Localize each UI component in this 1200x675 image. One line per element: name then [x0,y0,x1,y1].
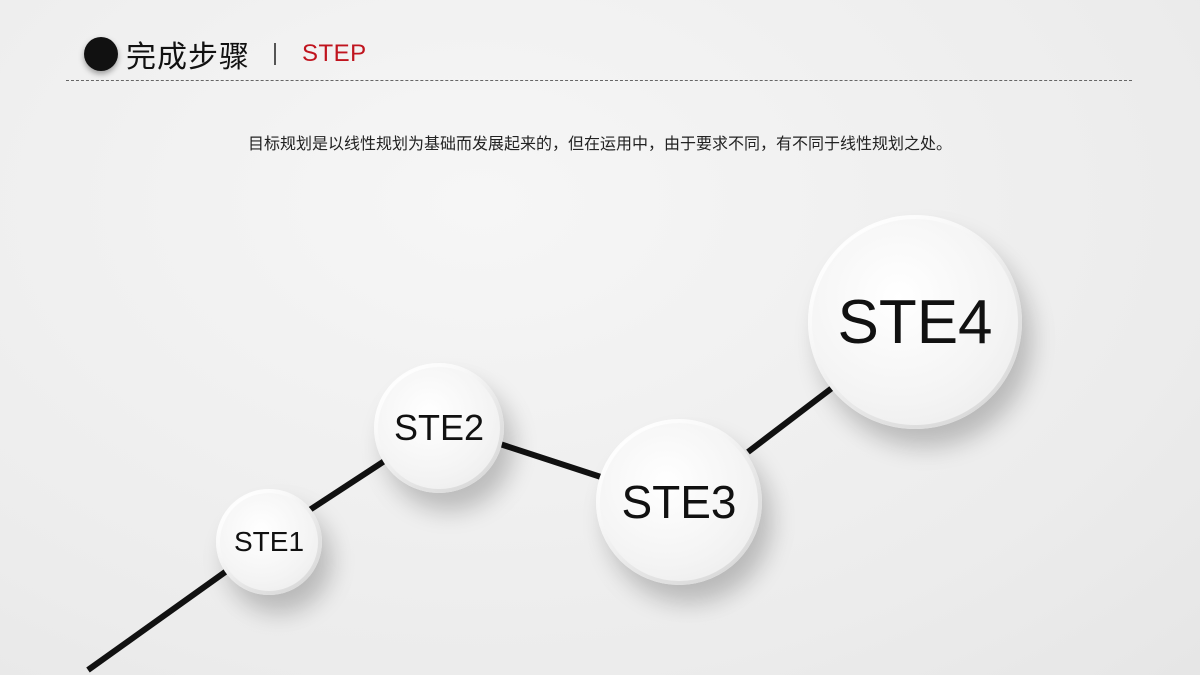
step-4-circle: STE4 [808,215,1022,429]
step-4-label: STE4 [837,287,993,357]
connector-3-4 [746,385,834,455]
title-separator [274,43,276,65]
header: 完成步骤 STEP [84,32,367,76]
step-1-circle: STE1 [216,489,322,595]
connector-start [86,567,230,673]
bullet-dot-icon [84,37,118,71]
connector-1-2 [303,457,388,516]
page-title: 完成步骤 [126,40,250,75]
step-3-circle: STE3 [596,419,762,585]
page-subtitle: STEP [302,40,367,67]
dashed-divider [66,80,1132,81]
connector-2-3 [499,441,605,481]
step-2-label: STE2 [393,407,485,448]
step-1-label: STE1 [233,526,305,557]
step-3-label: STE3 [621,476,737,528]
description-text: 目标规划是以线性规划为基础而发展起来的，但在运用中，由于要求不同，有不同于线性规… [247,134,952,153]
step-2-circle: STE2 [374,363,504,493]
